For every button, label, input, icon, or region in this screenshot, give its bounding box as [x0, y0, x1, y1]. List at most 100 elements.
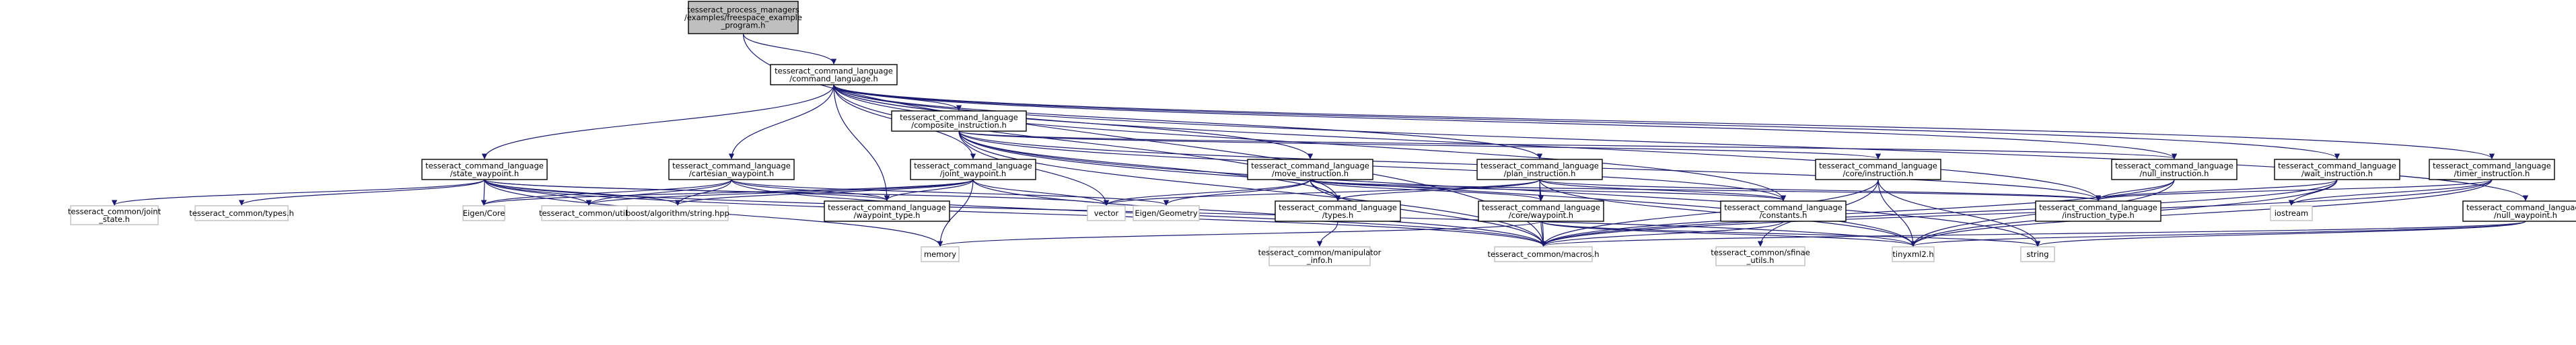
- edge-plan-instruction-to-vector: [1104, 179, 1540, 206]
- edge-move-instruction-to-constants: [1310, 179, 1786, 201]
- edge-command-language-to-cartesian-waypoint: [728, 84, 834, 159]
- node-box: [1720, 200, 1847, 222]
- node-plan-instruction[interactable]: tesseract_command_language/plan_instruct…: [1476, 159, 1603, 180]
- node-label-line: Eigen/Core: [463, 208, 505, 218]
- node-label-line: _state.h: [98, 215, 130, 224]
- node-label-line: tesseract_common/sfinae: [1711, 247, 1810, 257]
- node-box: [1815, 159, 1941, 180]
- node-iostream: iostream: [2270, 205, 2313, 221]
- node-constants[interactable]: tesseract_command_language/constants.h: [1720, 200, 1847, 222]
- node-wait-instruction[interactable]: tesseract_command_language/wait_instruct…: [2274, 159, 2400, 180]
- edge-plan-instruction-to-constants: [1539, 179, 1787, 201]
- edge-core-waypoint-to-string: [1540, 221, 2040, 247]
- node-label-line: /command_language.h: [789, 74, 878, 83]
- edge-constants-to-macros: [1540, 221, 1784, 247]
- edge-timer-instruction-to-instruction-type: [2096, 179, 2493, 201]
- node-box: [1275, 200, 1401, 222]
- node-label-line: tesseract_command_language: [672, 161, 791, 170]
- node-label-line: tesseract_command_language: [1279, 202, 1397, 212]
- node-label-line: Eigen/Geometry: [1135, 208, 1198, 218]
- node-joint-waypoint[interactable]: tesseract_command_language/joint_waypoin…: [910, 159, 1036, 180]
- edge-command-language-to-waypoint-type: [833, 84, 890, 201]
- node-box: [1476, 159, 1603, 180]
- node-core-instruction[interactable]: tesseract_command_language/core/instruct…: [1815, 159, 1941, 180]
- node-label-line: /cartesian_waypoint.h: [689, 169, 774, 178]
- node-label-line: /constants.h: [1760, 210, 1808, 220]
- node-label-line: memory: [924, 250, 956, 259]
- node-label-line: tesseract_command_language: [914, 161, 1032, 170]
- edge-wait-instruction-to-instruction-type: [2095, 179, 2338, 201]
- node-freespace-example[interactable]: tesseract_process_managers/examples/free…: [684, 1, 802, 34]
- node-label-line: /instruction_type.h: [2062, 210, 2135, 220]
- edge-command-language-to-instruction-type: [833, 84, 2102, 201]
- node-box: [688, 1, 799, 34]
- edge-cartesian-waypoint-to-eigen-core: [480, 179, 732, 206]
- edge-plan-instruction-to-instruction-type: [1539, 179, 2101, 201]
- node-composite-instruction[interactable]: tesseract_command_language/composite_ins…: [891, 110, 1027, 132]
- edge-cartesian-waypoint-to-common-utils: [585, 179, 732, 206]
- node-box: [910, 159, 1036, 180]
- node-label-line: tesseract_command_language: [2039, 202, 2157, 212]
- node-label-line: _utils.h: [1746, 256, 1775, 265]
- edge-state-waypoint-to-eigen-core: [480, 179, 487, 206]
- edge-core-waypoint-to-memory: [937, 221, 1542, 247]
- node-label-line: /core/waypoint.h: [1509, 210, 1573, 220]
- node-waypoint-type[interactable]: tesseract_command_language/waypoint_type…: [824, 200, 950, 222]
- node-vector: vector: [1087, 205, 1126, 221]
- edge-types-to-manipulator-info: [1316, 221, 1338, 247]
- edge-move-instruction-to-macros: [1310, 179, 1546, 247]
- node-null-instruction[interactable]: tesseract_command_language/null_instruct…: [2111, 159, 2238, 180]
- node-command-language[interactable]: tesseract_command_language/command_langu…: [770, 64, 898, 85]
- node-box: [891, 110, 1027, 132]
- node-null-waypoint[interactable]: tesseract_command_language/null_waypoint…: [2462, 200, 2576, 222]
- node-label-line: tesseract_command_language: [900, 112, 1018, 122]
- node-boost-string: boost/algorithm/string.hpp: [626, 205, 729, 221]
- edge-timer-instruction-to-macros: [1540, 179, 2493, 247]
- node-core-waypoint[interactable]: tesseract_command_language/core/waypoint…: [1478, 200, 1604, 222]
- node-box: [2429, 159, 2555, 180]
- edge-core-instruction-to-string: [1877, 179, 2041, 247]
- node-types[interactable]: tesseract_command_language/types.h: [1275, 200, 1401, 222]
- edge-null-waypoint-to-macros: [1540, 221, 2526, 247]
- edge-joint-waypoint-to-boost-string: [674, 179, 974, 206]
- node-box: [1478, 200, 1604, 222]
- node-box: [70, 205, 159, 225]
- node-label-line: tesseract_common/manipulator: [1258, 247, 1382, 257]
- node-label-line: tesseract_common/types.h: [189, 208, 294, 218]
- edge-joint-waypoint-to-waypoint-type: [884, 179, 974, 201]
- edge-move-instruction-to-vector: [1103, 179, 1311, 206]
- node-state-waypoint[interactable]: tesseract_command_language/state_waypoin…: [421, 159, 548, 180]
- node-label-line: /move_instruction.h: [1272, 169, 1349, 178]
- edge-wait-instruction-to-macros: [1540, 179, 2338, 247]
- node-timer-instruction[interactable]: tesseract_command_language/timer_instruc…: [2429, 159, 2555, 180]
- node-label-line: _program.h: [721, 21, 766, 30]
- node-cartesian-waypoint[interactable]: tesseract_command_language/cartesian_way…: [668, 159, 795, 180]
- node-label-line: tesseract_command_language: [1480, 161, 1599, 170]
- node-label-line: tesseract_common/utils.h: [539, 208, 639, 218]
- edge-joint-waypoint-to-vector: [972, 179, 1110, 206]
- edge-move-instruction-to-instruction-type: [1310, 179, 2101, 201]
- node-instruction-type[interactable]: tesseract_command_language/instruction_t…: [2035, 200, 2161, 222]
- node-label-line: boost/algorithm/string.hpp: [626, 208, 729, 218]
- edge-state-waypoint-to-joint-state: [112, 179, 485, 206]
- node-box: [1247, 159, 1373, 180]
- node-label-line: /timer_instruction.h: [2454, 169, 2530, 178]
- node-label-line: tesseract_common/macros.h: [1488, 250, 1600, 259]
- node-move-instruction[interactable]: tesseract_command_language/move_instruct…: [1247, 159, 1373, 180]
- node-box: [1087, 205, 1126, 221]
- node-label-line: tesseract_command_language: [1724, 202, 1842, 212]
- node-sfinae-utils: tesseract_common/sfinae_utils.h: [1711, 246, 1810, 266]
- node-box: [1494, 246, 1593, 262]
- node-label-line: /composite_instruction.h: [911, 120, 1007, 130]
- node-label-line: /waypoint_type.h: [854, 210, 921, 220]
- edge-command-language-to-null-instruction: [833, 84, 2177, 159]
- edge-state-waypoint-to-macros: [484, 179, 1546, 247]
- node-label-line: tesseract_command_language: [425, 161, 544, 170]
- node-box: [2462, 200, 2576, 222]
- edge-command-language-to-wait-instruction: [833, 84, 2340, 159]
- node-label-line: vector: [1094, 208, 1119, 218]
- node-label-line: /examples/freespace_example: [684, 13, 802, 22]
- node-box: [1133, 205, 1200, 221]
- edge-core-instruction-to-tinyxml2: [1877, 179, 1917, 247]
- node-eigen-core: Eigen/Core: [462, 205, 505, 221]
